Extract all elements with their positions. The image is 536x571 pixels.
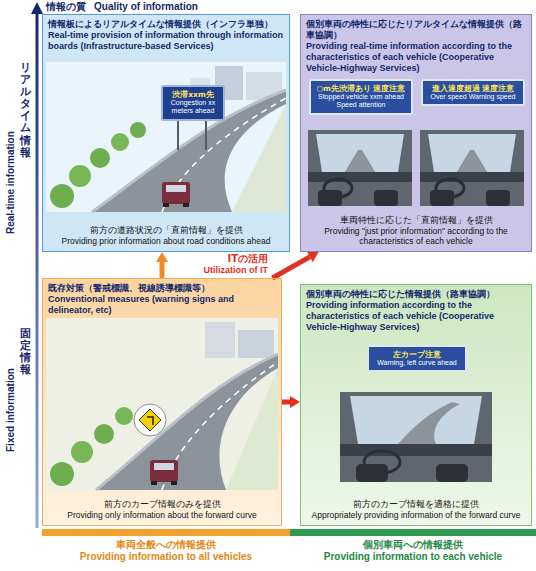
panel-title: 情報板によるリアルタイムな情報提供（インフラ単独） [48,19,284,30]
panel-note: 前方のカーブ情報を適格に提供 [305,499,527,510]
screen-message: Warning, left curve ahead [372,359,462,367]
car-interior [340,392,492,482]
axis-label: Real-time information [5,131,16,234]
axis-title: Quality of information [94,1,198,12]
category-band: 個別車両への情報提供Providing information to each … [290,529,536,571]
band-label: Providing information to all vehicles [42,551,290,563]
panel-title: Real-time provision of information throu… [48,30,284,52]
axis-arrowhead [31,2,43,14]
axis-label: リアルタイム情報 [20,62,31,159]
screen-message: Congestion xx meters ahead [166,99,220,116]
panel-heading: 個別車両の特性に応じたリアルタイムな情報提供（路車協調）Providing re… [301,15,531,74]
panel-note: 前方の道路状況の「直前情報」を提供 [47,225,285,236]
service-panel: 既存対策（警戒標識、視線誘導標識等）Conventional measures … [42,278,282,526]
panel-title: Conventional measures (warning signs and… [48,294,276,316]
car-interior [308,130,412,206]
screen-message: ○m先渋滞あり 速度注意 [314,84,408,93]
band-label: 個別車両への情報提供 [290,539,536,551]
axis-label: 固定情報 [20,328,31,376]
display-screen: 進入速度超過 速度注意Over speed Warning speed [421,79,525,106]
panel-note: 前方のカーブ情報のみを提供 [47,499,277,510]
screen-message: 進入速度超過 速度注意 [426,84,520,93]
screen-message: 渋滞xxm先 [166,90,220,99]
panel-ground [42,14,290,252]
arrow-note: Utilization of IT [150,265,268,276]
panel-note: Providing only information about the for… [47,510,277,521]
panel-ground [42,278,282,526]
display-screen: ○m先渋滞あり 速度注意Stopped vehicle xxm ahead Sp… [309,79,413,115]
panel-title: 個別車両の特性に応じた情報提供（路車協調） [306,289,526,300]
road-scene [46,62,286,212]
panel-caption: 前方の道路状況の「直前情報」を提供Providing prior informa… [43,225,289,251]
panel-title: 個別車両の特性に応じたリアルタイムな情報提供（路車協調） [306,19,526,41]
panel-ground [300,14,532,252]
arrow-note: ITの活用 [150,253,268,264]
panel-note: Providing "just prior information" accor… [305,226,527,247]
panel-caption: 前方のカーブ情報を適格に提供Appropriately providing in… [301,499,531,525]
panel-title: Providing real-time information accordin… [306,41,526,74]
panel-ground [300,284,532,526]
panel-caption: 車両特性に応じた「直前情報」を提供Providing "just prior i… [301,215,531,251]
flow-arrow [160,262,165,278]
flow-arrow [282,400,290,405]
car-interior [420,130,524,206]
screen-message: Over speed Warning speed [426,93,520,101]
panel-title: 既存対策（警戒標識、視線誘導標識等） [48,283,276,294]
panel-heading: 情報板によるリアルタイムな情報提供（インフラ単独）Real-time provi… [43,15,289,52]
panel-heading: 個別車両の特性に応じた情報提供（路車協調）Providing informati… [301,285,531,333]
axis-arrow [36,12,39,528]
display-screen: 左カーブ注意Warning, left curve ahead [367,345,467,372]
flow-arrow [272,257,309,278]
screen-message: Stopped vehicle xxm ahead Speed attentio… [314,93,408,110]
band-label: Providing information to each vehicle [290,551,536,563]
panel-title: Providing information according to the c… [306,300,526,333]
service-panel: 個別車両の特性に応じた情報提供（路車協調）Providing informati… [300,284,532,526]
category-band: 車両全般への情報提供Providing information to all v… [42,529,290,571]
display-screen: 渋滞xxm先Congestion xx meters ahead [161,85,225,121]
panel-note: Appropriately providing information of t… [305,510,527,521]
panel-note: Providing prior information about road c… [47,236,285,247]
screen-message: 左カーブ注意 [372,350,462,359]
band-label: 車両全般への情報提供 [42,539,290,551]
axis-title: 情報の質 [46,1,86,12]
road-scene [46,318,278,490]
axis-label: Fixed information [5,368,16,452]
panel-note: 車両特性に応じた「直前情報」を提供 [305,215,527,226]
service-panel: 個別車両の特性に応じたリアルタイムな情報提供（路車協調）Providing re… [300,14,532,252]
service-panel: 情報板によるリアルタイムな情報提供（インフラ単独）Real-time provi… [42,14,290,252]
panel-heading: 既存対策（警戒標識、視線誘導標識等）Conventional measures … [43,279,281,316]
panel-caption: 前方のカーブ情報のみを提供Providing only information … [43,499,281,525]
